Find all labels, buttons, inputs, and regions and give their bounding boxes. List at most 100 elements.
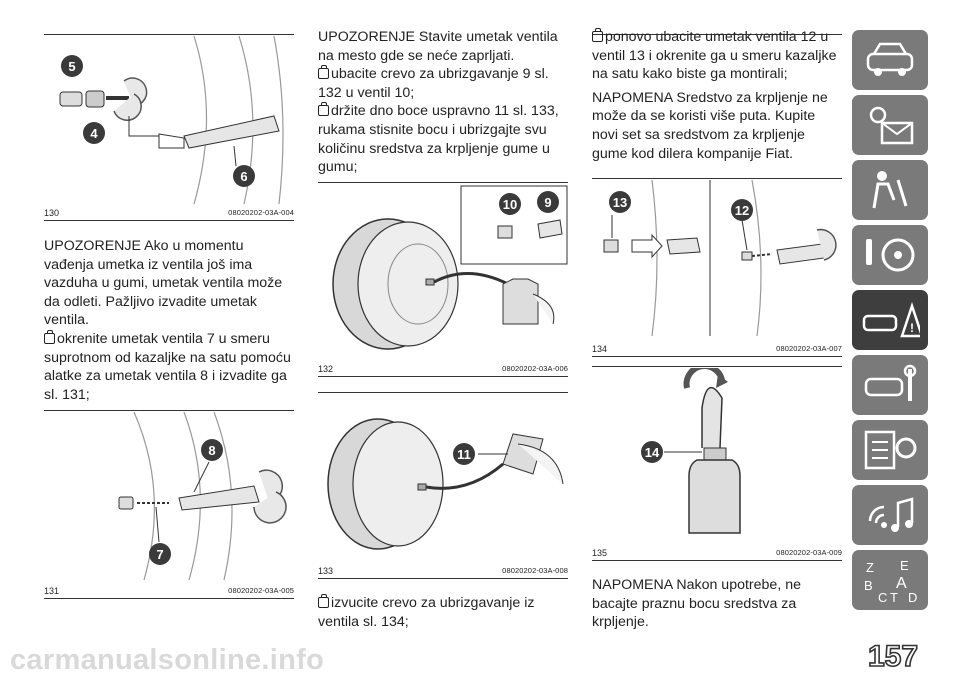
callout-6: 6 xyxy=(233,165,255,187)
multimedia-icon xyxy=(868,497,914,532)
top-rule xyxy=(44,34,294,35)
svg-text:E: E xyxy=(900,558,909,573)
warning-lights-icon xyxy=(869,106,914,145)
callout-4: 4 xyxy=(83,122,105,144)
svg-text:5: 5 xyxy=(68,59,75,74)
section-rule xyxy=(318,182,568,183)
figure-number: 132 xyxy=(318,364,334,374)
figure-caption: 132 08020202-03A-006 xyxy=(318,364,568,374)
svg-text:7: 7 xyxy=(156,547,163,562)
figure-code: 08020202-03A-009 xyxy=(776,548,842,557)
index-icon: Z E B A C T D xyxy=(864,558,917,604)
step-text: ubacite crevo za ubrizgavanje 9 sl. 132 … xyxy=(318,66,549,101)
svg-text:12: 12 xyxy=(735,203,749,218)
svg-text:B: B xyxy=(864,578,873,593)
figure-code: 08020202-03A-005 xyxy=(228,586,294,595)
warning-text: UPOZORENJE Stavite umetak ventila na mes… xyxy=(318,29,558,64)
col3-text: ponovo ubacite umetak ventila 12 u venti… xyxy=(592,28,842,163)
col1-text: UPOZORENJE Ako u momentu vađenja umetka … xyxy=(44,237,294,404)
tab-maintenance[interactable] xyxy=(852,355,928,415)
figure-135: 14 xyxy=(592,368,842,540)
figure-number: 133 xyxy=(318,566,334,576)
col3-text-bottom: NAPOMENA Nakon upotrebe, ne bacajte praz… xyxy=(592,576,842,632)
tab-car-info[interactable] xyxy=(852,30,928,90)
figure-code: 08020202-03A-004 xyxy=(228,208,294,217)
tab-index[interactable]: Z E B A C T D xyxy=(852,550,928,610)
watermark: carmanualsonline.info xyxy=(10,644,325,676)
caption-rule xyxy=(592,560,842,561)
figure-caption: 130 08020202-03A-004 xyxy=(44,208,294,218)
figure-number: 134 xyxy=(592,344,608,354)
page-number: 157 xyxy=(867,639,919,674)
callout-5: 5 xyxy=(61,55,83,77)
tab-warning-lights[interactable] xyxy=(852,95,928,155)
figure-code: 08020202-03A-007 xyxy=(776,344,842,353)
callout-9: 9 xyxy=(537,191,559,213)
step-text: okrenite umetak ventila 7 u smeru suprot… xyxy=(44,330,291,403)
tab-specs[interactable] xyxy=(852,420,928,480)
safety-icon xyxy=(872,171,908,209)
note-text: NAPOMENA Nakon upotrebe, ne bacajte praz… xyxy=(592,577,801,631)
note-text: NAPOMENA Sredstvo za krpljenje ne može d… xyxy=(592,89,828,162)
svg-text:6: 6 xyxy=(240,169,247,184)
tab-emergency[interactable]: ! xyxy=(852,290,928,350)
bullet-icon xyxy=(592,28,603,42)
svg-text:D: D xyxy=(908,590,917,604)
figure-131: 8 7 xyxy=(44,412,294,580)
figure-number: 131 xyxy=(44,586,60,596)
figure-caption: 135 08020202-03A-009 xyxy=(592,548,842,558)
callout-10: 10 xyxy=(499,193,521,215)
col2-text-bottom: izvucite crevo za ubrizgavanje iz ventil… xyxy=(318,594,568,631)
caption-rule xyxy=(592,356,842,357)
figure-number: 130 xyxy=(44,208,60,218)
figure-code: 08020202-03A-006 xyxy=(502,364,568,373)
bullet-icon xyxy=(318,594,329,608)
step-text: izvucite crevo za ubrizgavanje iz ventil… xyxy=(318,595,535,630)
callout-7: 7 xyxy=(149,543,171,565)
svg-text:A: A xyxy=(896,575,907,592)
svg-text:10: 10 xyxy=(503,197,517,212)
caption-rule xyxy=(44,598,294,599)
figure-code: 08020202-03A-008 xyxy=(502,566,568,575)
caption-rule xyxy=(318,376,568,377)
svg-text:13: 13 xyxy=(613,195,627,210)
caption-rule xyxy=(44,220,294,221)
figure-134: 13 12 xyxy=(592,180,842,336)
svg-text:8: 8 xyxy=(208,443,215,458)
tab-multimedia[interactable] xyxy=(852,485,928,545)
figure-caption: 131 08020202-03A-005 xyxy=(44,586,294,596)
bullet-icon xyxy=(318,65,329,80)
step-text: držite dno boce uspravno 11 sl. 133, ruk… xyxy=(318,103,559,176)
section-rule xyxy=(592,178,842,179)
warning-text: UPOZORENJE Ako u momentu vađenja umetka … xyxy=(44,238,283,329)
top-rule xyxy=(592,34,842,35)
tab-driving[interactable] xyxy=(852,225,928,285)
step-text: ponovo ubacite umetak ventila 12 u venti… xyxy=(592,29,837,83)
section-rule xyxy=(592,366,842,367)
figure-133: 11 xyxy=(318,394,568,562)
emergency-icon: ! xyxy=(862,302,920,338)
caption-rule xyxy=(318,578,568,579)
section-rule xyxy=(44,410,294,411)
svg-text:C: C xyxy=(878,590,887,604)
maintenance-icon xyxy=(864,364,917,401)
chapter-sidebar: ! Z E B A C T D xyxy=(852,30,928,615)
car-info-icon xyxy=(866,42,914,76)
col2-text: UPOZORENJE Stavite umetak ventila na mes… xyxy=(318,28,568,177)
figure-132: 10 9 xyxy=(318,184,568,354)
svg-text:!: ! xyxy=(910,321,914,335)
callout-13: 13 xyxy=(609,191,631,213)
bullet-icon xyxy=(318,102,329,117)
figure-caption: 134 08020202-03A-007 xyxy=(592,344,842,354)
svg-text:14: 14 xyxy=(645,445,660,460)
figure-number: 135 xyxy=(592,548,608,558)
svg-text:Z: Z xyxy=(866,560,874,575)
section-rule xyxy=(318,392,568,393)
tab-safety[interactable] xyxy=(852,160,928,220)
svg-text:T: T xyxy=(890,590,898,604)
callout-8: 8 xyxy=(201,439,223,461)
callout-12: 12 xyxy=(731,199,753,221)
svg-text:4: 4 xyxy=(90,126,98,141)
driving-icon xyxy=(866,238,915,272)
svg-text:11: 11 xyxy=(457,447,471,462)
